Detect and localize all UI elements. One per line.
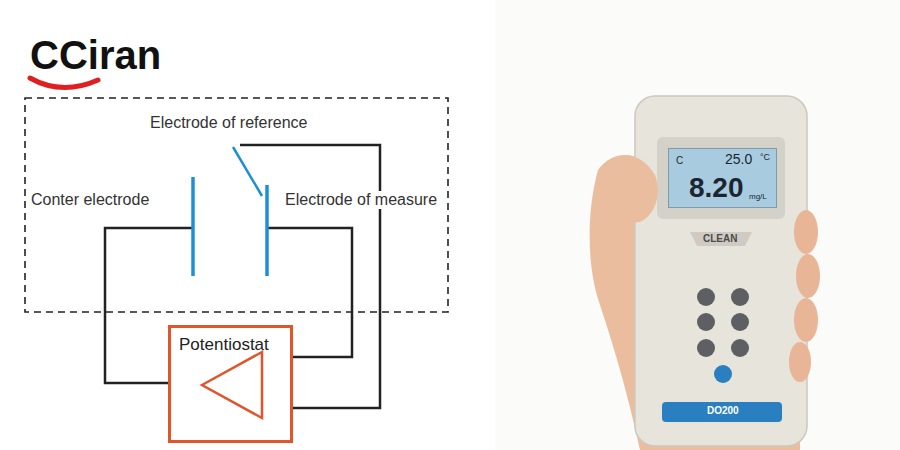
node-text: mg/L [749, 193, 767, 202]
thumb [600, 155, 658, 225]
photo-ground [495, 0, 900, 450]
model-text: DO200 [705, 405, 741, 417]
reference-electrode [233, 147, 262, 196]
power-button [714, 365, 732, 383]
finger [794, 298, 818, 342]
brand-text: CLEAN [701, 233, 739, 245]
lcd-screen: C 25.0 °C 8.20 mg/L [668, 148, 777, 208]
meter-body [635, 96, 807, 446]
electrode-label: Conter electrode [29, 191, 151, 209]
measure-wire [267, 228, 352, 357]
finger [796, 254, 820, 298]
keypad [697, 288, 749, 357]
node-text: 8.20 [689, 173, 744, 204]
finger [789, 342, 811, 382]
cell-outline [25, 98, 448, 312]
logo-text: CCiran [28, 32, 163, 78]
amplifier-symbol [202, 352, 262, 418]
brand-plate [690, 232, 752, 246]
model-band [662, 402, 782, 422]
logo-swoosh [30, 78, 98, 88]
screen-frame [657, 137, 785, 219]
electrode-label: Electrode of measure [283, 191, 439, 209]
node-text: °C [760, 153, 770, 163]
counter-electrode [191, 177, 195, 276]
finger [794, 210, 818, 254]
potentiostat-box: Potentiostat [168, 325, 293, 443]
electrode-label: Electrode of reference [148, 114, 309, 132]
measure-electrode [265, 185, 269, 276]
node-text: C [676, 155, 683, 166]
counter-wire [105, 228, 193, 383]
node-text: Potentiostat [179, 336, 269, 355]
node-text: 25.0 [725, 152, 752, 167]
